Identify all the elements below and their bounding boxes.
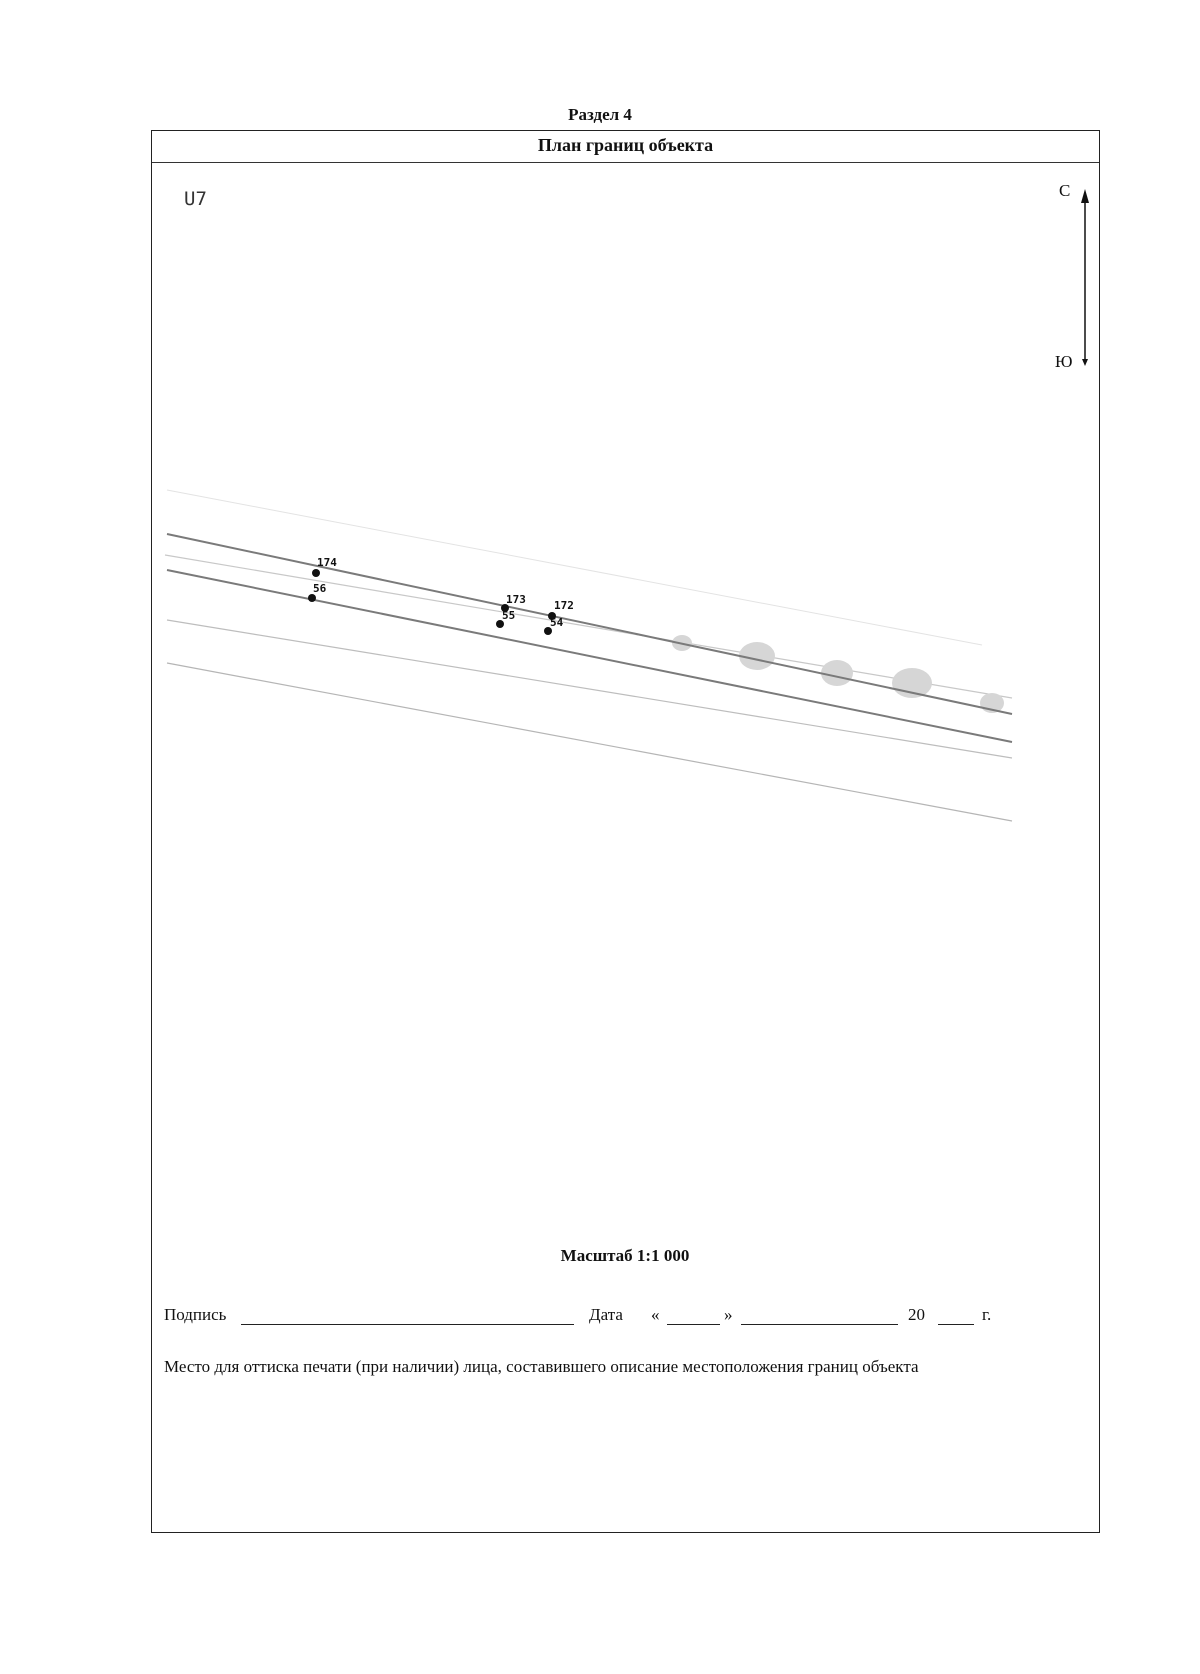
- date-year-field[interactable]: [938, 1324, 974, 1325]
- point-54-label: 54: [550, 616, 564, 629]
- boundary-plan-drawing: 174 56 173 55 172 54: [164, 189, 1089, 822]
- boundary-points: 174 56 173 55 172 54: [308, 556, 574, 635]
- point-172-label: 172: [554, 599, 574, 612]
- boundary-line: [166, 569, 1013, 743]
- point-174-marker: [312, 569, 320, 577]
- south-arrow-tip-icon: [1082, 359, 1088, 366]
- plan-drawing-area: 174 56 173 55 172 54 U7 С Ю: [152, 163, 1098, 1243]
- plan-frame: План границ объекта: [151, 130, 1100, 1533]
- stamp-placeholder-note: Место для оттиска печати (при наличии) л…: [164, 1357, 919, 1376]
- north-label: С: [1059, 181, 1071, 200]
- year-prefix: 20: [908, 1305, 925, 1324]
- signature-label: Подпись: [164, 1305, 227, 1324]
- terrain-shading: [672, 635, 1004, 713]
- background-line: [166, 489, 983, 646]
- background-line: [164, 554, 1013, 699]
- plan-title: План границ объекта: [152, 131, 1099, 163]
- sheet-label: U7: [184, 188, 207, 210]
- point-173-label: 173: [506, 593, 526, 606]
- point-56-marker: [308, 594, 316, 602]
- date-day-field[interactable]: [667, 1324, 720, 1325]
- point-56-label: 56: [313, 582, 327, 595]
- date-month-field[interactable]: [741, 1324, 898, 1325]
- open-quote: «: [651, 1305, 660, 1324]
- point-54-marker: [544, 627, 552, 635]
- point-173-marker: [501, 604, 509, 612]
- signature-row: Подпись Дата « » 20 г.: [164, 1305, 1084, 1331]
- close-quote: »: [724, 1305, 733, 1324]
- background-line: [166, 619, 1013, 759]
- section-title: Раздел 4: [568, 105, 632, 124]
- point-174-label: 174: [317, 556, 337, 569]
- north-arrow-icon: [1081, 189, 1089, 203]
- south-label: Ю: [1055, 352, 1073, 371]
- point-55-marker: [496, 620, 504, 628]
- signature-field[interactable]: [241, 1324, 574, 1325]
- scale-label: Масштаб 1:1 000: [560, 1246, 690, 1265]
- date-label: Дата: [589, 1305, 623, 1324]
- background-line: [166, 662, 1013, 822]
- boundary-line: [166, 533, 1013, 715]
- point-55-label: 55: [502, 609, 515, 622]
- year-suffix: г.: [982, 1305, 992, 1324]
- point-172-marker: [548, 612, 556, 620]
